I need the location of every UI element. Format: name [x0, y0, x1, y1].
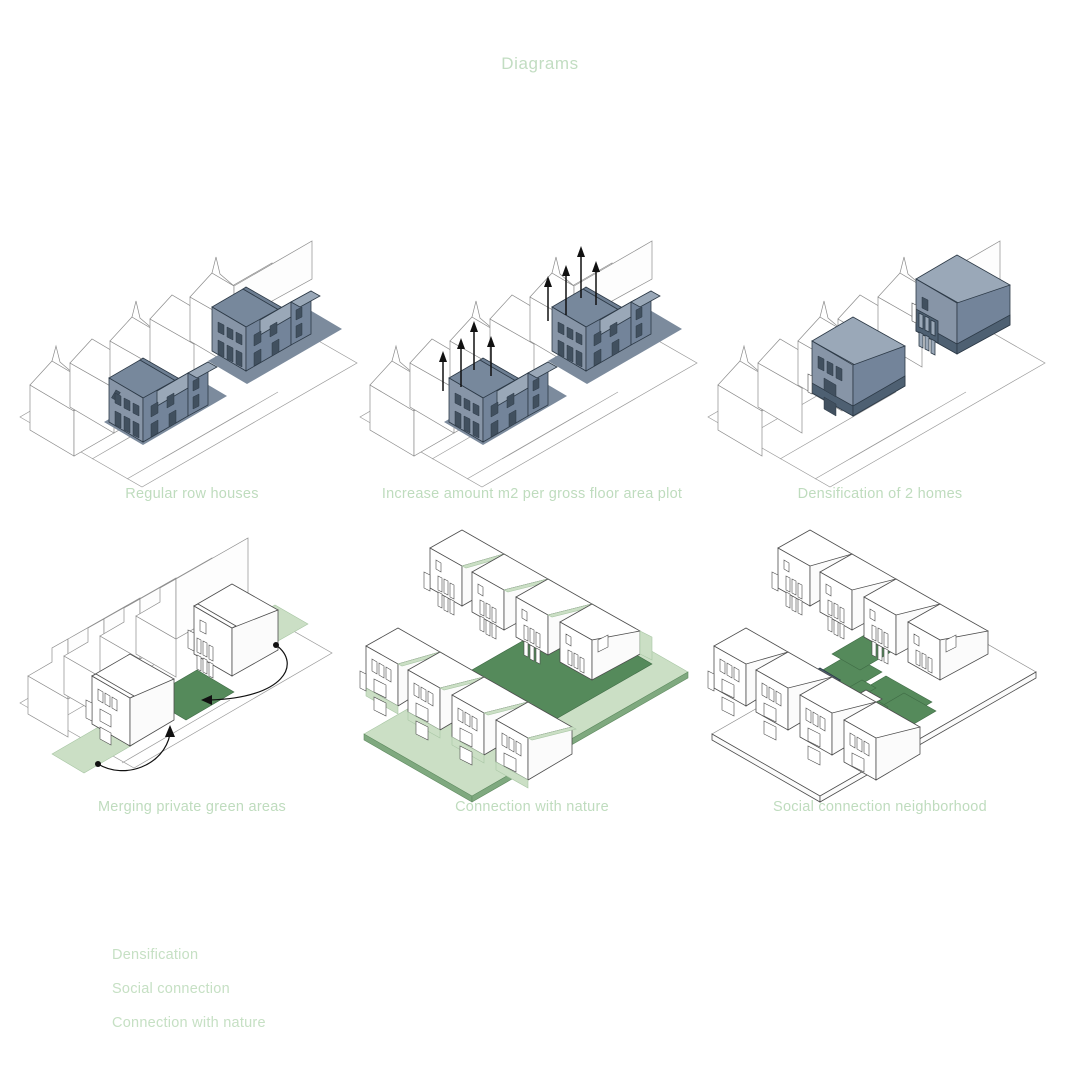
row-back [423, 529, 653, 681]
window-group [217, 306, 303, 368]
diagram-merging-private-green-areas[interactable]: Merging private green areas [12, 528, 372, 823]
balcony-group [187, 619, 214, 679]
legend-item-connection-with-nature: Connection with nature [112, 1015, 266, 1031]
legend-item-social-connection: Social connection [112, 981, 230, 997]
house-b4 [907, 603, 989, 681]
diagram-canvas [352, 528, 712, 803]
dense-block-front [807, 316, 906, 417]
window-group [807, 355, 843, 417]
diagram-canvas [12, 215, 372, 488]
white-building-back [187, 583, 279, 679]
page-title: Diagrams [501, 54, 579, 73]
diagram-social-connection-neighborhood[interactable]: Social connection neighborhood [700, 528, 1060, 823]
highlight-house-front [104, 357, 227, 445]
highlight-house-back [548, 286, 682, 384]
diagram-canvas [700, 528, 1060, 803]
diagram-caption: Social connection neighborhood [773, 799, 987, 815]
row-front [707, 627, 921, 781]
diagram-caption: Connection with nature [455, 799, 609, 815]
row-back [771, 529, 989, 681]
window-group [454, 377, 540, 439]
window-group [85, 688, 118, 746]
diagram-regular-row-houses[interactable]: Regular row houses [12, 215, 372, 510]
diagram-connection-with-nature[interactable]: Connection with nature [352, 528, 712, 823]
diagram-increase-gross-floor-area[interactable]: Increase amount m2 per gross floor area … [352, 215, 712, 510]
white-building-front [85, 653, 175, 747]
dense-block-back [911, 254, 1011, 356]
diagram-caption: Densification of 2 homes [797, 486, 963, 502]
row-front [359, 627, 577, 789]
merge-arrows [95, 642, 288, 772]
diagram-row-1: Regular row houses [0, 215, 1080, 510]
diagram-canvas [12, 528, 372, 786]
window-group [114, 377, 200, 439]
diagram-row-2: Merging private green areas [0, 528, 1080, 823]
growth-arrows [439, 246, 600, 391]
highlight-house-back [208, 286, 342, 384]
diagram-densification-of-2-homes[interactable]: Densification of 2 homes [700, 215, 1060, 510]
house-f4 [495, 701, 577, 789]
legend-item-densification: Densification [112, 947, 199, 963]
diagram-caption: Increase amount m2 per gross floor area … [381, 486, 683, 502]
house-f4 [843, 701, 921, 781]
balcony-group [911, 296, 939, 356]
diagram-caption: Regular row houses [125, 486, 259, 502]
house-b4 [559, 603, 653, 681]
diagram-canvas [352, 215, 712, 488]
house-b2 [819, 553, 897, 640]
diagram-caption: Merging private green areas [97, 799, 287, 815]
highlight-house-front [444, 357, 567, 445]
diagram-canvas [700, 215, 1060, 488]
window-group [557, 306, 643, 368]
legend: Densification Social connection Connecti… [112, 938, 432, 1040]
